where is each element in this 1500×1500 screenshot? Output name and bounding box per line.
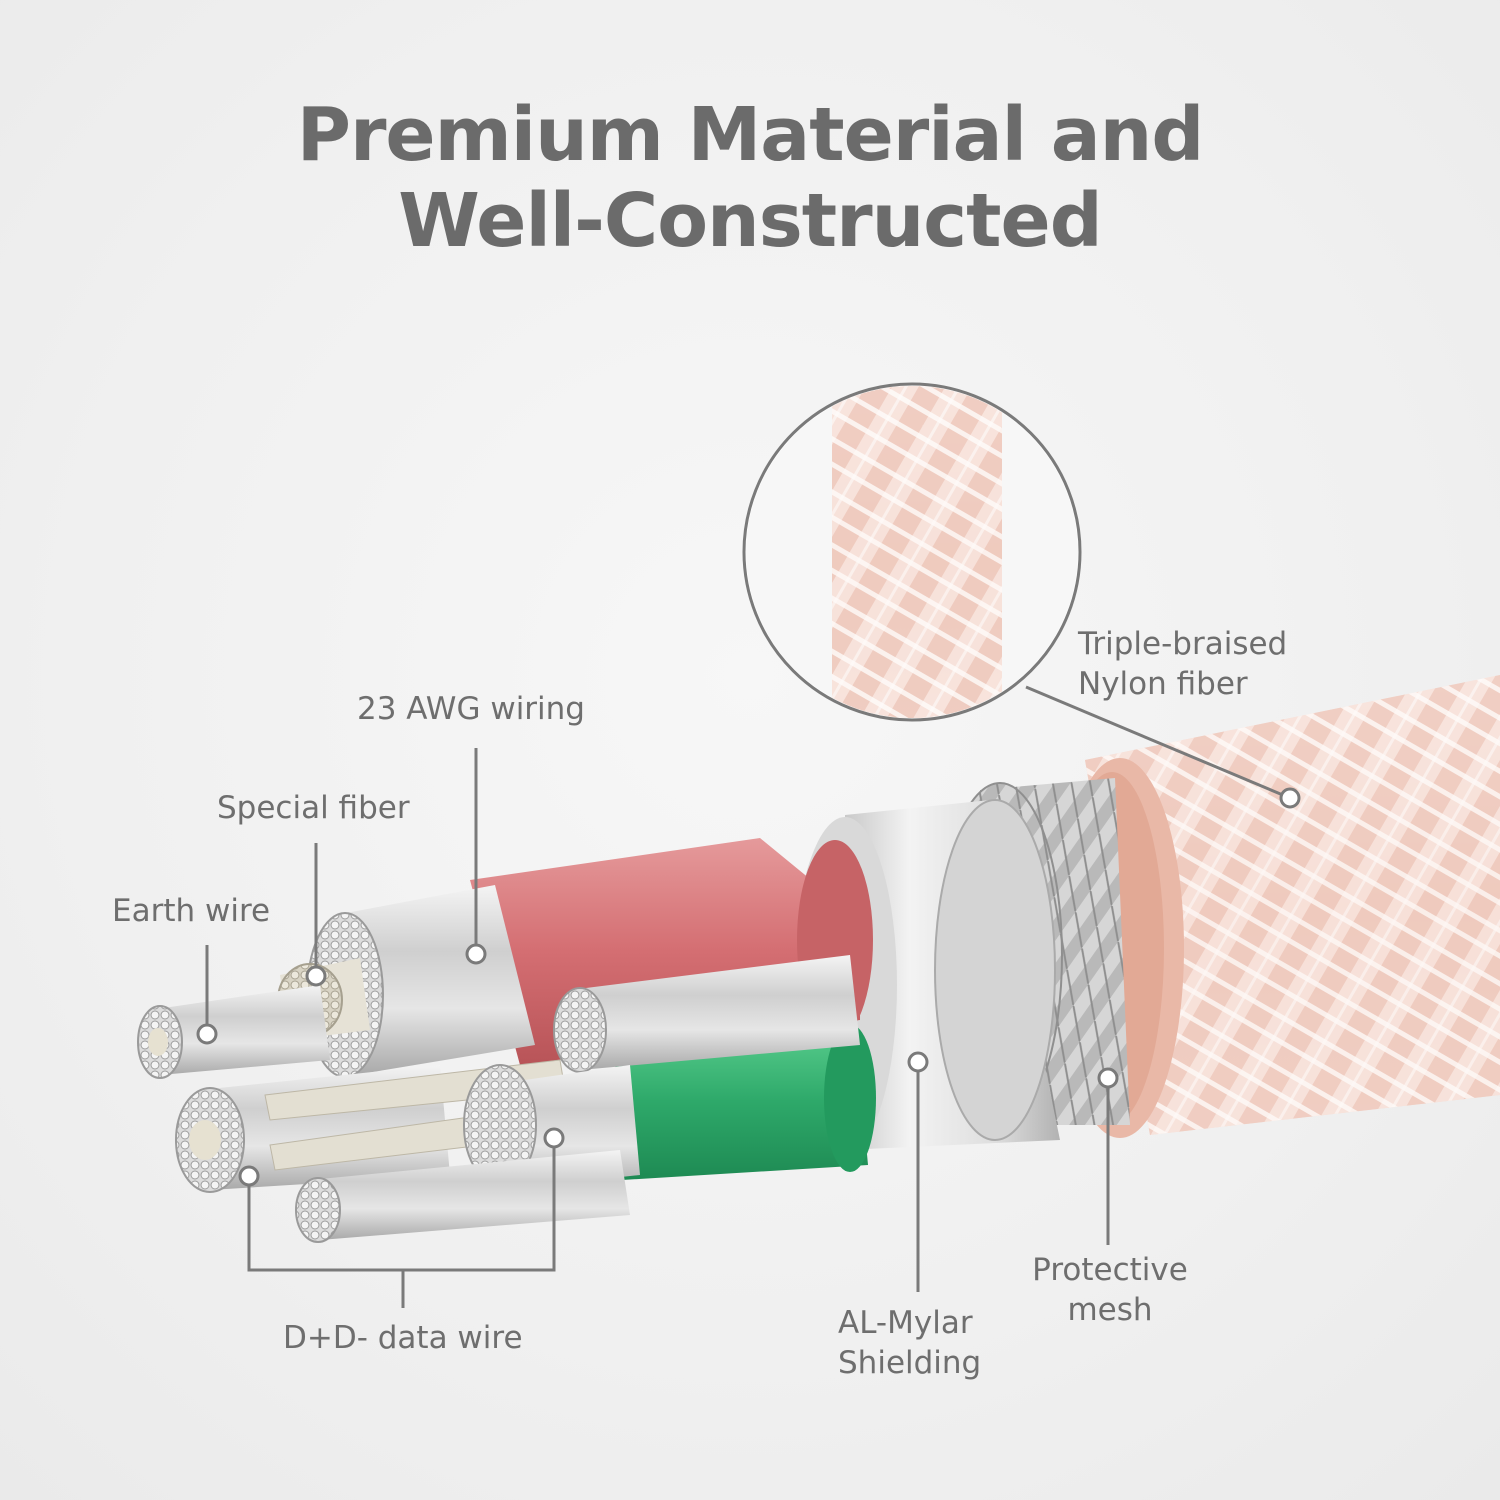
marker-earth-wire: [196, 1023, 218, 1045]
leader-nylon-fiber: [1025, 685, 1291, 800]
marker-data-wire-right: [543, 1127, 565, 1149]
page-title: Premium Material and Well-Constructed: [0, 92, 1500, 264]
label-nylon-fiber-line-2: Nylon fiber: [1078, 666, 1248, 702]
center-silver-bundle: [553, 955, 860, 1073]
label-special-fiber: Special fiber: [217, 790, 410, 826]
label-protective-mesh-line-1: Protective: [1032, 1252, 1188, 1288]
marker-awg-wiring: [465, 943, 487, 965]
marker-nylon-fiber: [1279, 787, 1301, 809]
label-mylar-shielding-line-2: Shielding: [838, 1345, 982, 1381]
title-line-1: Premium Material and: [296, 92, 1205, 178]
green-insulated-core: [615, 1022, 876, 1180]
label-mylar-shielding-line-1: AL-Mylar: [838, 1305, 973, 1341]
marker-mylar-shielding: [907, 1051, 929, 1073]
braid-zoom-inset: [742, 382, 1082, 722]
marker-data-wire-left: [238, 1165, 260, 1187]
marker-protective-mesh: [1097, 1067, 1119, 1089]
label-data-wire: D+D- data wire: [283, 1320, 523, 1356]
label-nylon-fiber: Triple-braised Nylon fiber: [1078, 624, 1287, 704]
label-protective-mesh-line-2: mesh: [1067, 1292, 1153, 1328]
leader-lines: [205, 685, 1291, 1308]
label-nylon-fiber-line-1: Triple-braised: [1078, 626, 1288, 662]
title-line-2: Well-Constructed: [398, 178, 1102, 264]
label-mylar-shielding: AL-Mylar Shielding: [838, 1303, 981, 1383]
marker-dots: [196, 787, 1301, 1187]
bottom-silver-bundle: [295, 1150, 630, 1243]
earth-wire-bundle: [137, 985, 330, 1079]
label-awg-wiring: 23 AWG wiring: [357, 691, 585, 727]
marker-special-fiber: [305, 965, 327, 987]
label-earth-wire: Earth wire: [112, 893, 271, 929]
label-protective-mesh: Protective mesh: [1020, 1250, 1200, 1330]
